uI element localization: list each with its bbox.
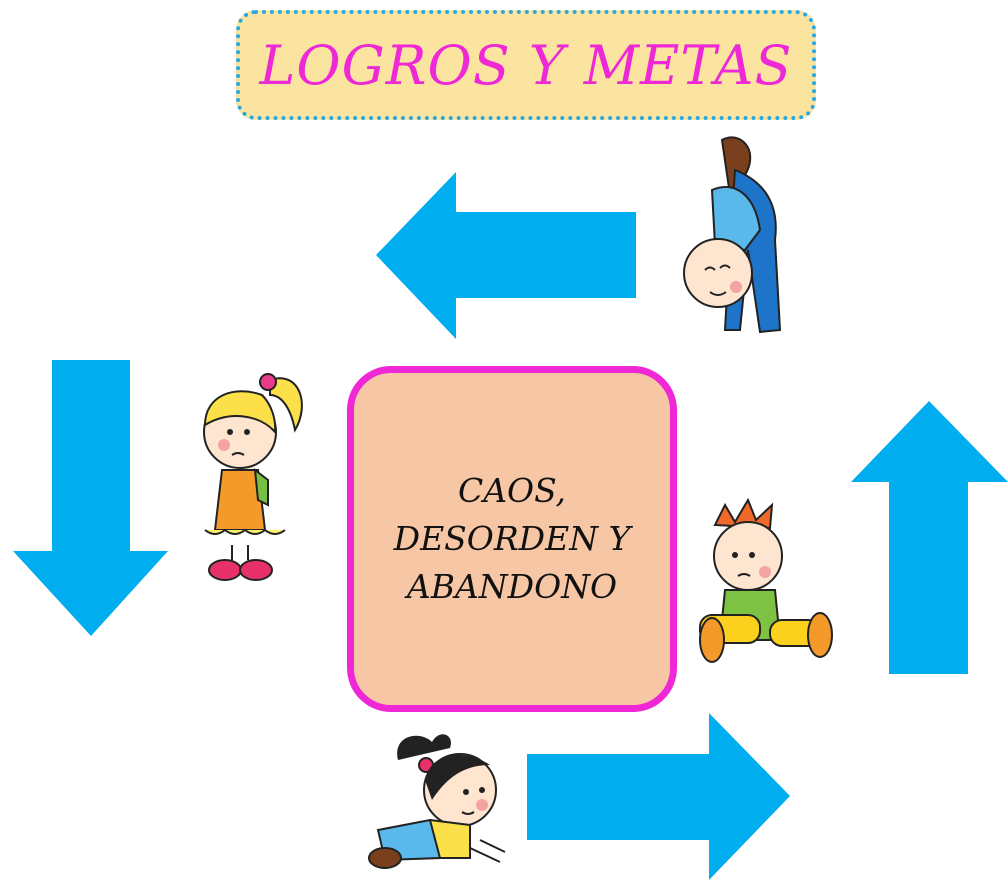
arrow-right-icon [527, 713, 790, 880]
center-line: CAOS, [457, 471, 567, 510]
boy-sitting-icon [699, 497, 833, 663]
title-banner: LOGROS Y METAS [236, 10, 816, 120]
arrow-left-icon [376, 172, 636, 339]
arrow-up-icon [851, 401, 1008, 674]
child-bending-icon [683, 136, 782, 334]
diagram-title: LOGROS Y METAS [259, 33, 793, 97]
girl-crawling-icon [368, 734, 506, 869]
center-text: CAOS, DESORDEN Y ABANDONO [394, 467, 631, 611]
center-line: DESORDEN Y [393, 519, 631, 558]
center-line: ABANDONO [406, 567, 618, 606]
center-box: CAOS, DESORDEN Y ABANDONO [347, 366, 677, 712]
girl-pigtail-icon [203, 373, 303, 581]
arrow-down-icon [13, 360, 168, 636]
